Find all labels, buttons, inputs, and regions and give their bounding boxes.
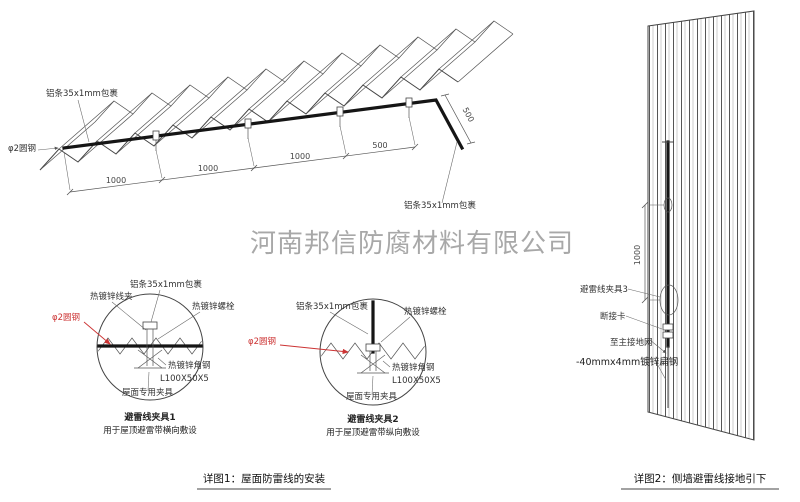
- dim-label-1000-b: 1000: [198, 164, 218, 173]
- roof-rod-label: φ2圆钢: [8, 143, 36, 154]
- detail-2-title: 避雷线夹具2: [347, 413, 398, 425]
- detail-1-angle-steel-label: 热镀锌角钢: [168, 360, 211, 371]
- wall-to-ground-label: 至主接地网: [610, 337, 653, 348]
- detail-1-roof-clamp-label: 屋面专用夹具: [122, 387, 174, 398]
- disconnect-link-symbol: [662, 323, 674, 339]
- detail-circle-1: 热镀锌线夹 铝条35x1mm包裹 热镀锌螺栓 φ2圆钢 热镀锌角钢 L100X5…: [52, 279, 235, 436]
- wire-clamp-3: [336, 106, 344, 127]
- roof-isometric-drawing: 1000 1000 1000 500 500 铝条35x1mm包裹 φ2圆钢 铝…: [8, 20, 514, 211]
- captions: 详图1：屋面防雷线的安装 详图2：侧墙避雷线接地引下: [197, 472, 779, 490]
- detail-1-subtitle: 用于屋顶避雷带横向敷设: [103, 425, 197, 436]
- detail-2-roof-clamp-label: 屋面专用夹具: [346, 391, 398, 402]
- detail-1-strip-label: 铝条35x1mm包裹: [130, 279, 202, 290]
- corrugated-wall-panel: [647, 10, 755, 441]
- detail-1-bubble: [96, 293, 204, 401]
- dim-label-1000-a: 1000: [106, 176, 126, 185]
- roof-strip-label-right: 铝条35x1mm包裹: [404, 200, 476, 211]
- detail-1-rod-label: φ2圆钢: [52, 312, 80, 323]
- wall-dim-label: 1000: [633, 245, 642, 265]
- detail-1-title: 避雷线夹具1: [124, 411, 175, 423]
- wall-drawing: 1000 避雷线夹具3 断接卡 至主接地网 -40mmx4mm镀锌扁钢: [576, 10, 755, 441]
- detail-2-bubble: [319, 298, 427, 406]
- detail-1-bolt-label: 热镀锌螺栓: [192, 301, 235, 312]
- detail-2-rod-label: φ2圆钢: [248, 336, 276, 347]
- detail-2-angle-size-label: L100X50X5: [392, 376, 441, 386]
- wall-disconnect-label: 断接卡: [600, 311, 626, 322]
- wall-clamp3-label: 避雷线夹具3: [580, 284, 628, 295]
- detail-2-subtitle: 用于屋顶避雷带纵向敷设: [326, 427, 420, 438]
- lightning-wire: [62, 98, 465, 151]
- detail-2-angle-steel-label: 热镀锌角钢: [392, 362, 435, 373]
- wall-flat-steel-label: -40mmx4mm镀锌扁钢: [576, 356, 678, 368]
- detail-2-strip-label: 铝条35x1mm包裹: [296, 301, 368, 312]
- detail-2-clamp: [357, 343, 389, 374]
- caption-detail-1: 详图1：屋面防雷线的安装: [203, 472, 326, 485]
- detail-1-wire-clip-label: 热镀锌线夹: [90, 291, 133, 302]
- roof-dimension-chain: 1000 1000 1000 500: [63, 116, 419, 196]
- detail-1-clamp: [134, 321, 166, 369]
- dim-label-500: 500: [372, 141, 387, 150]
- company-watermark: 河南邦信防腐材料有限公司: [250, 229, 574, 259]
- wall-dimension: 1000: [633, 201, 664, 304]
- detail-2-bolt-label: 热镀锌螺栓: [404, 306, 447, 317]
- detail-1-angle-size-label: L100X50X5: [160, 374, 209, 384]
- caption-detail-2: 详图2：侧墙避雷线接地引下: [634, 472, 767, 485]
- wire-clamp-1: [152, 130, 160, 151]
- wire-clamp-4: [405, 97, 413, 118]
- roof-strip-label-top: 铝条35x1mm包裹: [46, 88, 118, 99]
- dim-label-1000-c: 1000: [290, 152, 310, 161]
- detail-circle-2: 铝条35x1mm包裹 热镀锌螺栓 φ2圆钢 热镀锌角钢 L100X50X5 屋面…: [248, 298, 447, 438]
- dim-label-500-right: 500: [461, 106, 476, 124]
- wire-clamp-2: [244, 118, 252, 139]
- roof-back-edge: [94, 20, 514, 123]
